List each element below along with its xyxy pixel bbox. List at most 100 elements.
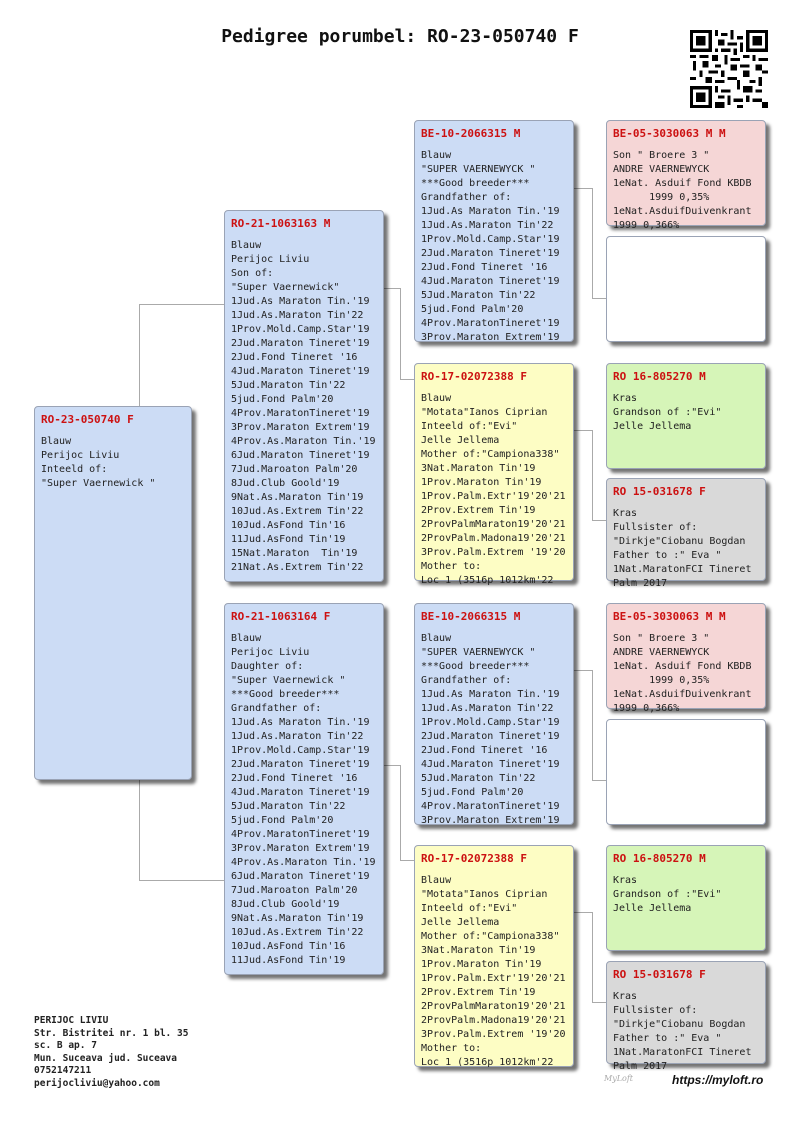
connector-line (384, 288, 400, 289)
connector-line (592, 430, 593, 520)
pedigree-line: "Dirkje"Ciobanu Bogdan (613, 1019, 746, 1030)
website-link[interactable]: https://myloft.ro (672, 1073, 764, 1087)
pedigree-line: 5jud.Fond Palm'20 (421, 304, 524, 315)
pedigree-line: 1Jud.As Maraton Tin.'19 (421, 689, 560, 700)
pedigree-line: 6Jud.Maraton Tineret'19 (231, 871, 370, 882)
pedigree-line: Palm 2017 (613, 1061, 668, 1072)
pedigree-line: Perijoc Liviu (41, 450, 120, 461)
pedigree-line: 1Jud.As Maraton Tin.'19 (231, 296, 370, 307)
pedigree-line: Inteeld of:"Evi" (421, 903, 518, 914)
pedigree-line: Son of: (231, 268, 274, 279)
pedigree-line: Jelle Jellema (613, 421, 692, 432)
pedigree-line: Grandfather of: (421, 675, 512, 686)
pedigree-line: Fullsister of: (613, 1005, 698, 1016)
pedigree-line: 2Jud.Maraton Tineret'19 (231, 338, 370, 349)
pedigree-line: 1999 0,366% (613, 220, 680, 231)
ring-number: RO-23-050740 F (41, 413, 134, 426)
pedigree-line: Grandson of :"Evi" (613, 889, 722, 900)
pedigree-line: Son " Broere 3 " (613, 150, 710, 161)
pedigree-line: Father to :" Eva " (613, 550, 722, 561)
pedigree-line: 1Nat.MaratonFCI Tineret (613, 1047, 752, 1058)
pedigree-line: Fullsister of: (613, 522, 698, 533)
pedigree-line: 2Jud.Fond Tineret '16 (231, 352, 358, 363)
pedigree-line: Blauw (421, 633, 452, 644)
pedigree-line: Mother of:"Campiona338" (421, 449, 560, 460)
pedigree-line: Kras (613, 875, 638, 886)
pedigree-line: Jelle Jellema (421, 435, 500, 446)
pedigree-line: 1Prov.Mold.Camp.Star'19 (421, 717, 560, 728)
pedigree-line: 1eNat. Asduif Fond KBDB (613, 178, 752, 189)
pedigree-line: 4Prov.MaratonTineret'19 (421, 801, 560, 812)
pedigree-line: 1Prov.Mold.Camp.Star'19 (421, 234, 560, 245)
pedigree-line: 11Jud.AsFond Tin'19 (231, 534, 346, 545)
owner-address-line2: sc. B ap. 7 (34, 1040, 97, 1052)
pedigree-line: 1Jud.As Maraton Tin.'19 (231, 717, 370, 728)
qr-code-icon (690, 30, 768, 108)
pedigree-line: 2ProvPalmMaraton19'20'21 (421, 1001, 566, 1012)
pedigree-line: 5jud.Fond Palm'20 (231, 394, 334, 405)
owner-email[interactable]: perijocliviu@yahoo.com (34, 1077, 160, 1089)
pedigree-line: "Super Vaernewick " (231, 675, 346, 686)
pedigree-line: Son " Broere 3 " (613, 633, 710, 644)
pedigree-line: 1Prov.Palm.Extr'19'20'21 (421, 491, 566, 502)
connector-line (592, 912, 593, 1002)
pedigree-line: 1Prov.Mold.Camp.Star'19 (231, 745, 370, 756)
pedigree-line: Blauw (231, 240, 262, 251)
pedigree-line: "Super Vaernewick" (231, 282, 340, 293)
pedigree-line: 4Jud.Maraton Tineret'19 (231, 366, 370, 377)
ring-number: RO 15-031678 F (613, 968, 706, 981)
ring-number: RO 15-031678 F (613, 485, 706, 498)
owner-address-line1: Str. Bistritei nr. 1 bl. 35 (34, 1027, 189, 1039)
ring-number: BE-10-2066315 M (421, 610, 521, 623)
connector-line (139, 304, 140, 406)
pedigree-line: 1eNat.AsduifDuivenkrant (613, 206, 752, 217)
pigeon-card-dsd-empty[interactable] (606, 719, 766, 825)
pedigree-line: 8Jud.Club Goold'19 (231, 478, 340, 489)
pedigree-line: Mother of:"Campiona338" (421, 931, 560, 942)
pedigree-line: 8Jud.Club Goold'19 (231, 899, 340, 910)
connector-line (574, 430, 592, 431)
ring-number: RO-17-02072388 F (421, 852, 527, 865)
pedigree-line: Kras (613, 991, 638, 1002)
pedigree-line: 4Prov.MaratonTineret'19 (231, 408, 370, 419)
connector-line (139, 880, 224, 881)
pedigree-line: Blauw (421, 150, 452, 161)
ring-number: RO-21-1063163 M (231, 217, 331, 230)
connector-line (592, 188, 593, 298)
connector-line (592, 1002, 606, 1003)
connector-line (400, 860, 414, 861)
connector-line (592, 780, 606, 781)
ring-number: BE-05-3030063 M M (613, 127, 726, 140)
pedigree-line: 4Prov.As.Maraton Tin.'19 (231, 436, 376, 447)
pedigree-line: 3Prov.Maraton Extrem'19 (421, 332, 560, 343)
pedigree-line: "Motata"Ianos Ciprian (421, 889, 548, 900)
pedigree-line: 2Jud.Fond Tineret '16 (421, 262, 548, 273)
pedigree-line: 5Jud.Maraton Tin'22 (231, 380, 346, 391)
pedigree-line: Daughter of: (231, 661, 304, 672)
pedigree-line: 2Prov.Extrem Tin'19 (421, 987, 536, 998)
pedigree-line: 5Jud.Maraton Tin'22 (231, 801, 346, 812)
pedigree-line: 10Jud.AsFond Tin'16 (231, 520, 346, 531)
pedigree-line: 6Jud.Maraton Tineret'19 (231, 450, 370, 461)
ring-number: RO-21-1063164 F (231, 610, 331, 623)
connector-line (400, 288, 401, 379)
pedigree-line: 2ProvPalm.Madona19'20'21 (421, 533, 566, 544)
pedigree-line: "SUPER VAERNEWYCK " (421, 647, 536, 658)
pedigree-line: 1Jud.As.Maraton Tin'22 (421, 220, 554, 231)
pedigree-line: 4Prov.As.Maraton Tin.'19 (231, 857, 376, 868)
pedigree-line: 5Jud.Maraton Tin'22 (421, 773, 536, 784)
pigeon-card-ssd-empty[interactable] (606, 236, 766, 342)
